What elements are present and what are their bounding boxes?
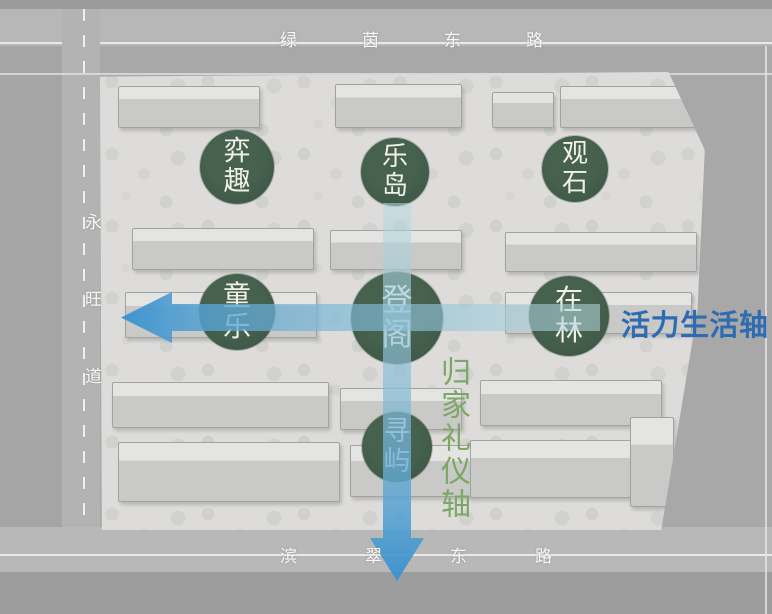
top-edge-strip: [0, 0, 772, 9]
road-left-dashed-line: [83, 9, 85, 614]
building-slab: [118, 442, 340, 502]
vitality-axis-label: 活力生活轴: [621, 308, 769, 342]
node-tong-le: 童乐: [199, 274, 275, 350]
node-le-dao-label: 乐岛: [382, 142, 409, 201]
building-slab: [132, 228, 314, 270]
building-slab: [335, 84, 462, 128]
node-xun-yu: 寻屿: [362, 412, 432, 482]
road-name-bottom: 滨翠东路: [280, 547, 620, 567]
building-slab: [505, 232, 697, 272]
node-deng-ge: 登阁: [351, 272, 443, 364]
node-le-dao: 乐岛: [361, 138, 429, 206]
node-yi-qu-label: 弈趣: [223, 136, 251, 197]
road-left: [62, 9, 100, 614]
building-slab: [560, 86, 702, 128]
bottom-edge-strip: [0, 572, 772, 614]
building-slab: [112, 382, 329, 428]
road-top-lane-line: [0, 42, 772, 44]
sidewalk-line: [0, 73, 772, 75]
node-guan-shi: 观石: [542, 136, 608, 202]
node-guan-shi-label: 观石: [562, 139, 589, 198]
homecoming-axis-label: 归家礼仪轴: [435, 356, 470, 521]
road-name-top: 绿茵东路: [280, 31, 608, 51]
left-margin-ground: [0, 9, 62, 614]
building-slab: [118, 86, 260, 128]
building-slab: [330, 230, 462, 270]
right-edge-line: [765, 46, 767, 614]
building-slab: [630, 417, 674, 507]
building-slab: [492, 92, 554, 128]
node-xun-yu-label: 寻屿: [383, 416, 411, 477]
node-zai-lin-label: 在林: [555, 283, 584, 347]
node-zai-lin: 在林: [529, 276, 609, 356]
road-top: [0, 9, 772, 46]
node-tong-le-label: 童乐: [223, 279, 252, 343]
node-deng-ge-label: 登阁: [381, 282, 413, 353]
road-name-left: 永旺道: [81, 213, 101, 444]
node-yi-qu: 弈趣: [200, 130, 274, 204]
